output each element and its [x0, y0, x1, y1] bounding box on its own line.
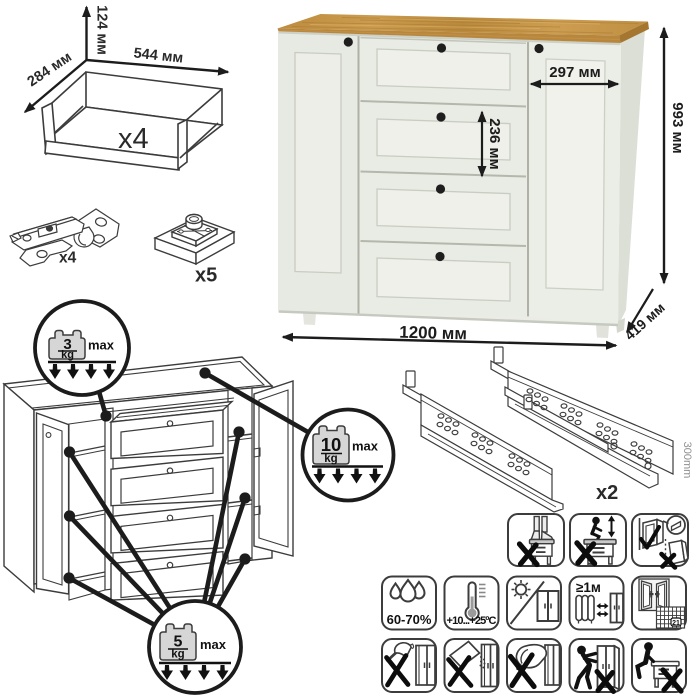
svg-text:max: max: [88, 338, 115, 353]
svg-text:x4: x4: [118, 123, 149, 155]
svg-text:284 мм: 284 мм: [25, 49, 75, 90]
svg-text:≥1м: ≥1м: [576, 580, 601, 595]
svg-text:60-70%: 60-70%: [387, 612, 432, 627]
svg-text:297 мм: 297 мм: [549, 64, 600, 81]
svg-text:x4: x4: [59, 250, 77, 267]
svg-text:kg: kg: [324, 453, 337, 465]
svg-text:x5: x5: [195, 265, 217, 287]
svg-text:10: 10: [321, 434, 342, 455]
svg-text:124 мм: 124 мм: [94, 5, 110, 55]
svg-text:993 мм: 993 мм: [669, 102, 686, 153]
svg-text:419 мм: 419 мм: [621, 299, 667, 343]
svg-text:21: 21: [672, 620, 680, 627]
svg-text:max: max: [352, 439, 379, 454]
svg-text:300mm: 300mm: [681, 442, 693, 479]
svg-text:kg: kg: [61, 349, 74, 361]
svg-text:1200 мм: 1200 мм: [399, 323, 467, 344]
svg-text:+10...+25ºC: +10...+25ºC: [447, 615, 497, 627]
svg-text:kg: kg: [171, 649, 184, 661]
svg-text:3: 3: [63, 336, 71, 353]
svg-text:544 мм: 544 мм: [133, 45, 184, 66]
svg-text:5: 5: [174, 634, 183, 651]
svg-text:x2: x2: [596, 482, 618, 504]
svg-text:236 мм: 236 мм: [486, 118, 503, 169]
svg-text:max: max: [200, 637, 227, 652]
